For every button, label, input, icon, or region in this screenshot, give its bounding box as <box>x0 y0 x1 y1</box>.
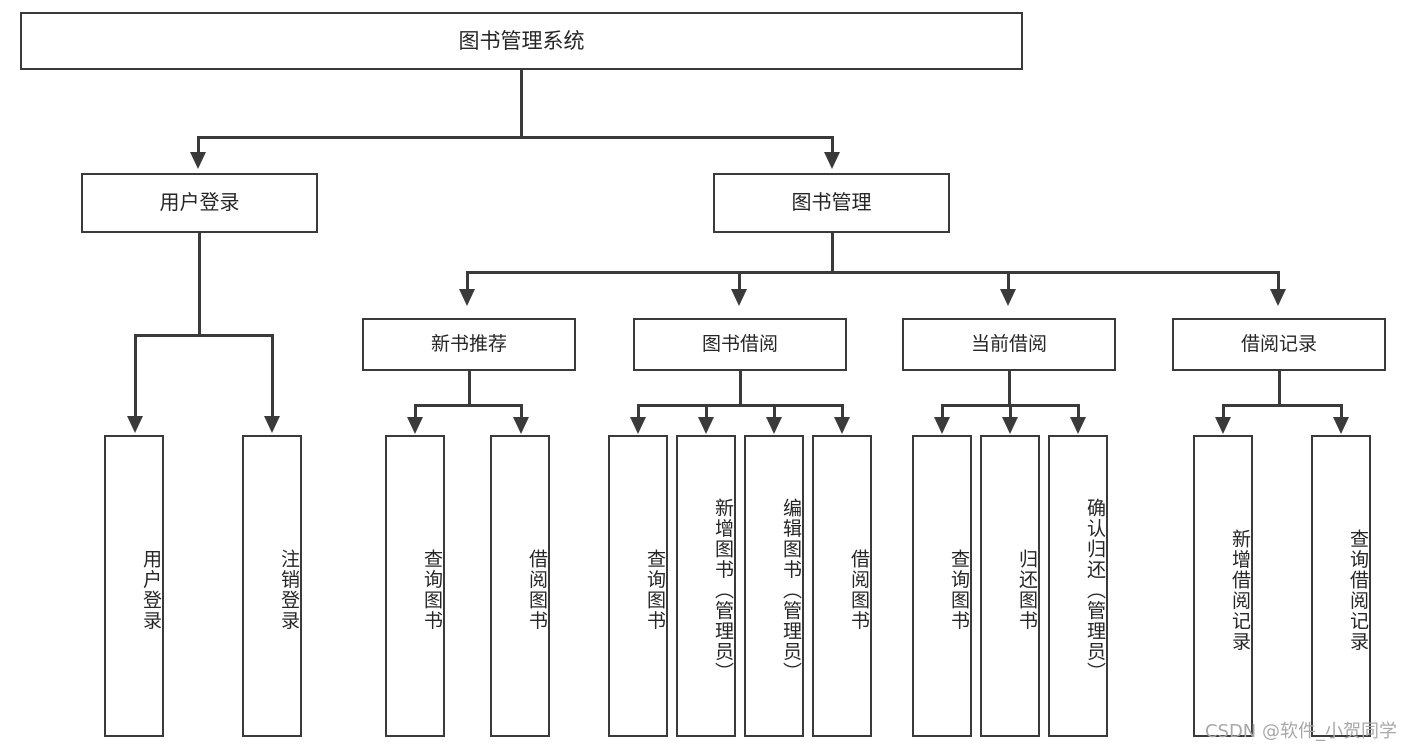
node-new-book-recommendation[interactable]: 新书推荐 <box>362 318 576 371</box>
connector-borrow-record-to-leaf-1 <box>1222 404 1225 419</box>
connector-book-management-bar <box>466 271 1278 274</box>
node-label: 确认归还（管理员） <box>1084 497 1106 683</box>
arrowhead-new-books-to-leaf-2 <box>513 417 529 434</box>
arrowhead-root-to-user-login <box>190 152 206 169</box>
connector-borrow-record-to-leaf-2 <box>1340 404 1343 419</box>
node-leaf-search-books-borrow[interactable]: 查询图书 <box>608 435 668 737</box>
node-label: 注销登录 <box>278 549 300 631</box>
node-label: 图书管理系统 <box>458 28 585 53</box>
node-user-login[interactable]: 用户登录 <box>81 173 318 233</box>
connector-book-borrow-to-leaf-2 <box>705 404 708 419</box>
node-leaf-borrow-books-new[interactable]: 借阅图书 <box>490 435 550 737</box>
node-leaf-add-borrow-record[interactable]: 新增借阅记录 <box>1193 435 1253 737</box>
arrowhead-bm-to-book-borrow <box>731 289 747 306</box>
node-label: 查询图书 <box>421 549 443 631</box>
arrowhead-book-borrow-to-leaf-1 <box>630 417 646 434</box>
node-current-borrow[interactable]: 当前借阅 <box>902 318 1116 371</box>
connector-user-login-stem <box>198 233 201 334</box>
node-label: 用户登录 <box>140 549 162 631</box>
node-leaf-edit-book-admin[interactable]: 编辑图书（管理员） <box>744 435 804 737</box>
arrowhead-bm-to-current-borrow <box>1000 289 1016 306</box>
connector-root-bar <box>197 136 833 139</box>
node-root-book-management-system[interactable]: 图书管理系统 <box>20 12 1023 70</box>
node-leaf-return-books[interactable]: 归还图书 <box>980 435 1040 737</box>
arrowhead-current-borrow-to-leaf-2 <box>1002 417 1018 434</box>
arrowhead-user-login-to-leaf-2 <box>264 416 280 433</box>
arrowhead-book-borrow-to-leaf-3 <box>766 417 782 434</box>
connector-bm-to-book-borrow <box>738 271 741 291</box>
connector-new-books-to-leaf-2 <box>520 404 523 419</box>
node-label: 新增借阅记录 <box>1229 528 1251 652</box>
node-label: 新书推荐 <box>430 333 507 356</box>
node-label: 查询图书 <box>948 549 970 631</box>
node-leaf-search-books-current[interactable]: 查询图书 <box>912 435 972 737</box>
arrowhead-user-login-to-leaf-1 <box>127 416 143 433</box>
connector-new-books-bar <box>414 404 522 407</box>
node-leaf-logout[interactable]: 注销登录 <box>242 435 302 737</box>
node-book-borrow[interactable]: 图书借阅 <box>633 318 847 371</box>
node-book-management[interactable]: 图书管理 <box>713 173 950 233</box>
connector-current-borrow-to-leaf-2 <box>1009 404 1012 419</box>
arrowhead-book-borrow-to-leaf-2 <box>698 417 714 434</box>
arrowhead-bm-to-new-books <box>459 289 475 306</box>
connector-root-stem <box>520 70 523 136</box>
node-label: 借阅记录 <box>1240 333 1317 356</box>
node-leaf-search-borrow-record[interactable]: 查询借阅记录 <box>1311 435 1371 737</box>
connector-borrow-record-bar <box>1222 404 1342 407</box>
connector-book-borrow-bar <box>637 404 843 407</box>
connector-bm-to-current-borrow <box>1007 271 1010 291</box>
connector-current-borrow-to-leaf-3 <box>1077 404 1080 419</box>
connector-bm-to-borrow-record <box>1277 271 1280 291</box>
node-leaf-add-book-admin[interactable]: 新增图书（管理员） <box>676 435 736 737</box>
node-label: 借阅图书 <box>848 549 870 631</box>
arrowhead-bm-to-borrow-record <box>1270 289 1286 306</box>
connector-root-to-user-login <box>197 136 200 154</box>
node-label: 当前借阅 <box>970 333 1047 356</box>
connector-new-books-to-leaf-1 <box>414 404 417 419</box>
node-leaf-borrow-books[interactable]: 借阅图书 <box>812 435 872 737</box>
connector-book-borrow-to-leaf-3 <box>773 404 776 419</box>
connector-bm-to-new-books <box>466 271 469 291</box>
node-label: 用户登录 <box>159 190 240 215</box>
connector-borrow-record-stem <box>1278 371 1281 404</box>
arrowhead-new-books-to-leaf-1 <box>407 417 423 434</box>
connector-user-login-to-leaf-2 <box>271 334 274 418</box>
node-borrow-record[interactable]: 借阅记录 <box>1172 318 1386 371</box>
connector-current-borrow-to-leaf-1 <box>941 404 944 419</box>
node-label: 图书借阅 <box>701 333 778 356</box>
arrowhead-borrow-record-to-leaf-1 <box>1215 417 1231 434</box>
node-label: 查询图书 <box>644 549 666 631</box>
node-label: 编辑图书（管理员） <box>780 497 802 683</box>
connector-book-borrow-to-leaf-4 <box>841 404 844 419</box>
node-label: 归还图书 <box>1016 549 1038 631</box>
connector-book-borrow-stem <box>739 371 742 404</box>
connector-book-management-stem <box>831 233 834 271</box>
arrowhead-current-borrow-to-leaf-3 <box>1070 417 1086 434</box>
node-leaf-user-login[interactable]: 用户登录 <box>104 435 164 737</box>
connector-user-login-bar <box>134 334 273 337</box>
connector-new-books-stem <box>468 371 471 404</box>
node-label: 新增图书（管理员） <box>712 497 734 683</box>
arrowhead-current-borrow-to-leaf-1 <box>934 417 950 434</box>
node-leaf-search-books-new[interactable]: 查询图书 <box>385 435 445 737</box>
node-label: 图书管理 <box>791 190 872 215</box>
arrowhead-book-borrow-to-leaf-4 <box>834 417 850 434</box>
connector-current-borrow-stem <box>1008 371 1011 404</box>
connector-book-borrow-to-leaf-1 <box>637 404 640 419</box>
connector-root-to-book-management <box>831 136 834 154</box>
arrowhead-root-to-book-management <box>824 152 840 169</box>
node-label: 借阅图书 <box>526 549 548 631</box>
node-label: 查询借阅记录 <box>1347 528 1369 652</box>
connector-user-login-to-leaf-1 <box>134 334 137 418</box>
arrowhead-borrow-record-to-leaf-2 <box>1333 417 1349 434</box>
node-leaf-confirm-return-admin[interactable]: 确认归还（管理员） <box>1048 435 1108 737</box>
